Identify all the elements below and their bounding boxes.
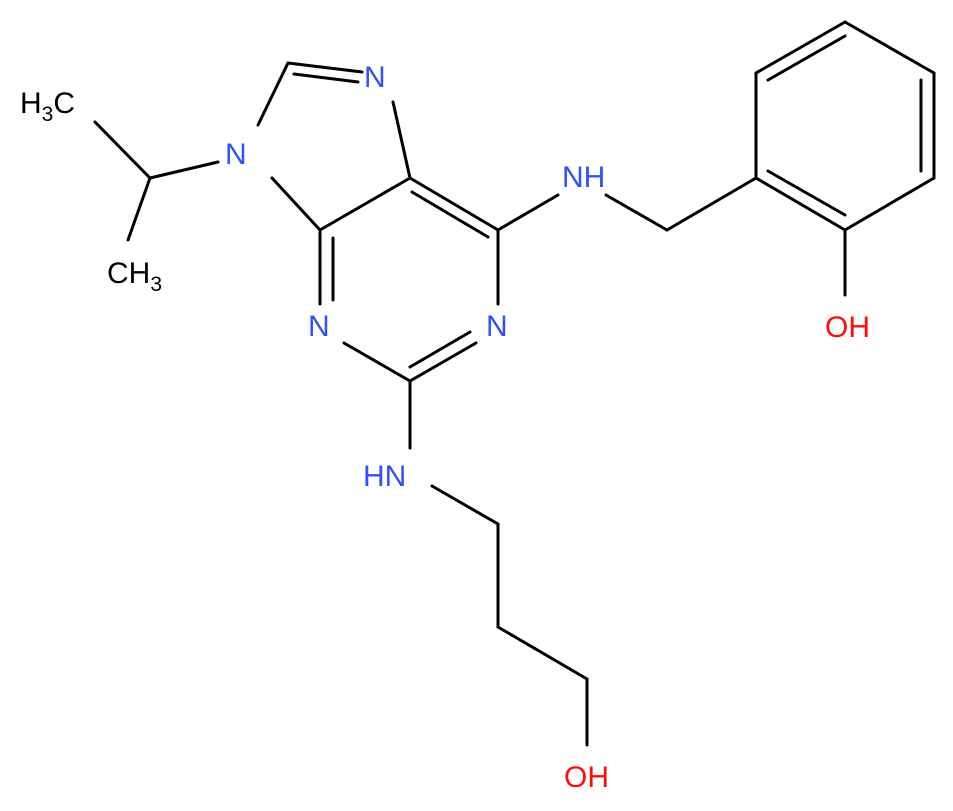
bond-n7-c5 <box>391 100 412 180</box>
atom-labels: H3C CH3 N N N N NH HN OH OH <box>20 61 870 794</box>
bond-nh-ch2 <box>604 193 669 232</box>
bond-n9-c8 <box>256 61 290 127</box>
n7-label: N <box>364 61 386 94</box>
bond-ch2-ring <box>665 176 758 232</box>
bond-n1-c2-double <box>408 330 472 369</box>
ch3-bottom-label: CH3 <box>107 257 162 296</box>
oh-propyl-label: OH <box>564 761 609 794</box>
bond-isopropyl-ch3-top <box>93 120 152 180</box>
bond-n1-c2 <box>408 341 478 383</box>
bond-benzene-2-double <box>766 34 847 82</box>
nh-benzyl-label: NH <box>562 161 605 194</box>
bonds <box>93 20 936 747</box>
n3-label: N <box>308 310 330 343</box>
bond-nh-chain <box>430 484 500 526</box>
oh-phenol-label: OH <box>825 311 870 344</box>
bond-n9-c4 <box>270 176 322 232</box>
bond-benzene-2 <box>754 20 847 75</box>
nh-propyl-label: HN <box>363 460 406 493</box>
bond-benzene-6-double <box>766 169 847 217</box>
bond-c6-nh <box>496 193 560 232</box>
bond-c8-n7-double <box>292 72 360 84</box>
bond-c5-c6-double <box>410 190 490 239</box>
n9-label: N <box>225 138 247 171</box>
bond-c4-c5 <box>318 176 412 232</box>
bond-c5-c6 <box>408 176 500 232</box>
bond-benzene-3 <box>843 20 936 75</box>
bond-c2-n3 <box>342 341 412 383</box>
bond-isopropyl-n9 <box>148 160 220 180</box>
bond-isopropyl-ch3-bottom <box>126 176 152 242</box>
bond-benzene-6 <box>754 176 847 232</box>
bond-benzene-5 <box>843 176 936 232</box>
bond-chain-2 <box>496 625 589 681</box>
ch3-top-label: H3C <box>20 87 75 126</box>
n1-label: N <box>486 310 508 343</box>
bond-c8-n7 <box>286 61 364 74</box>
